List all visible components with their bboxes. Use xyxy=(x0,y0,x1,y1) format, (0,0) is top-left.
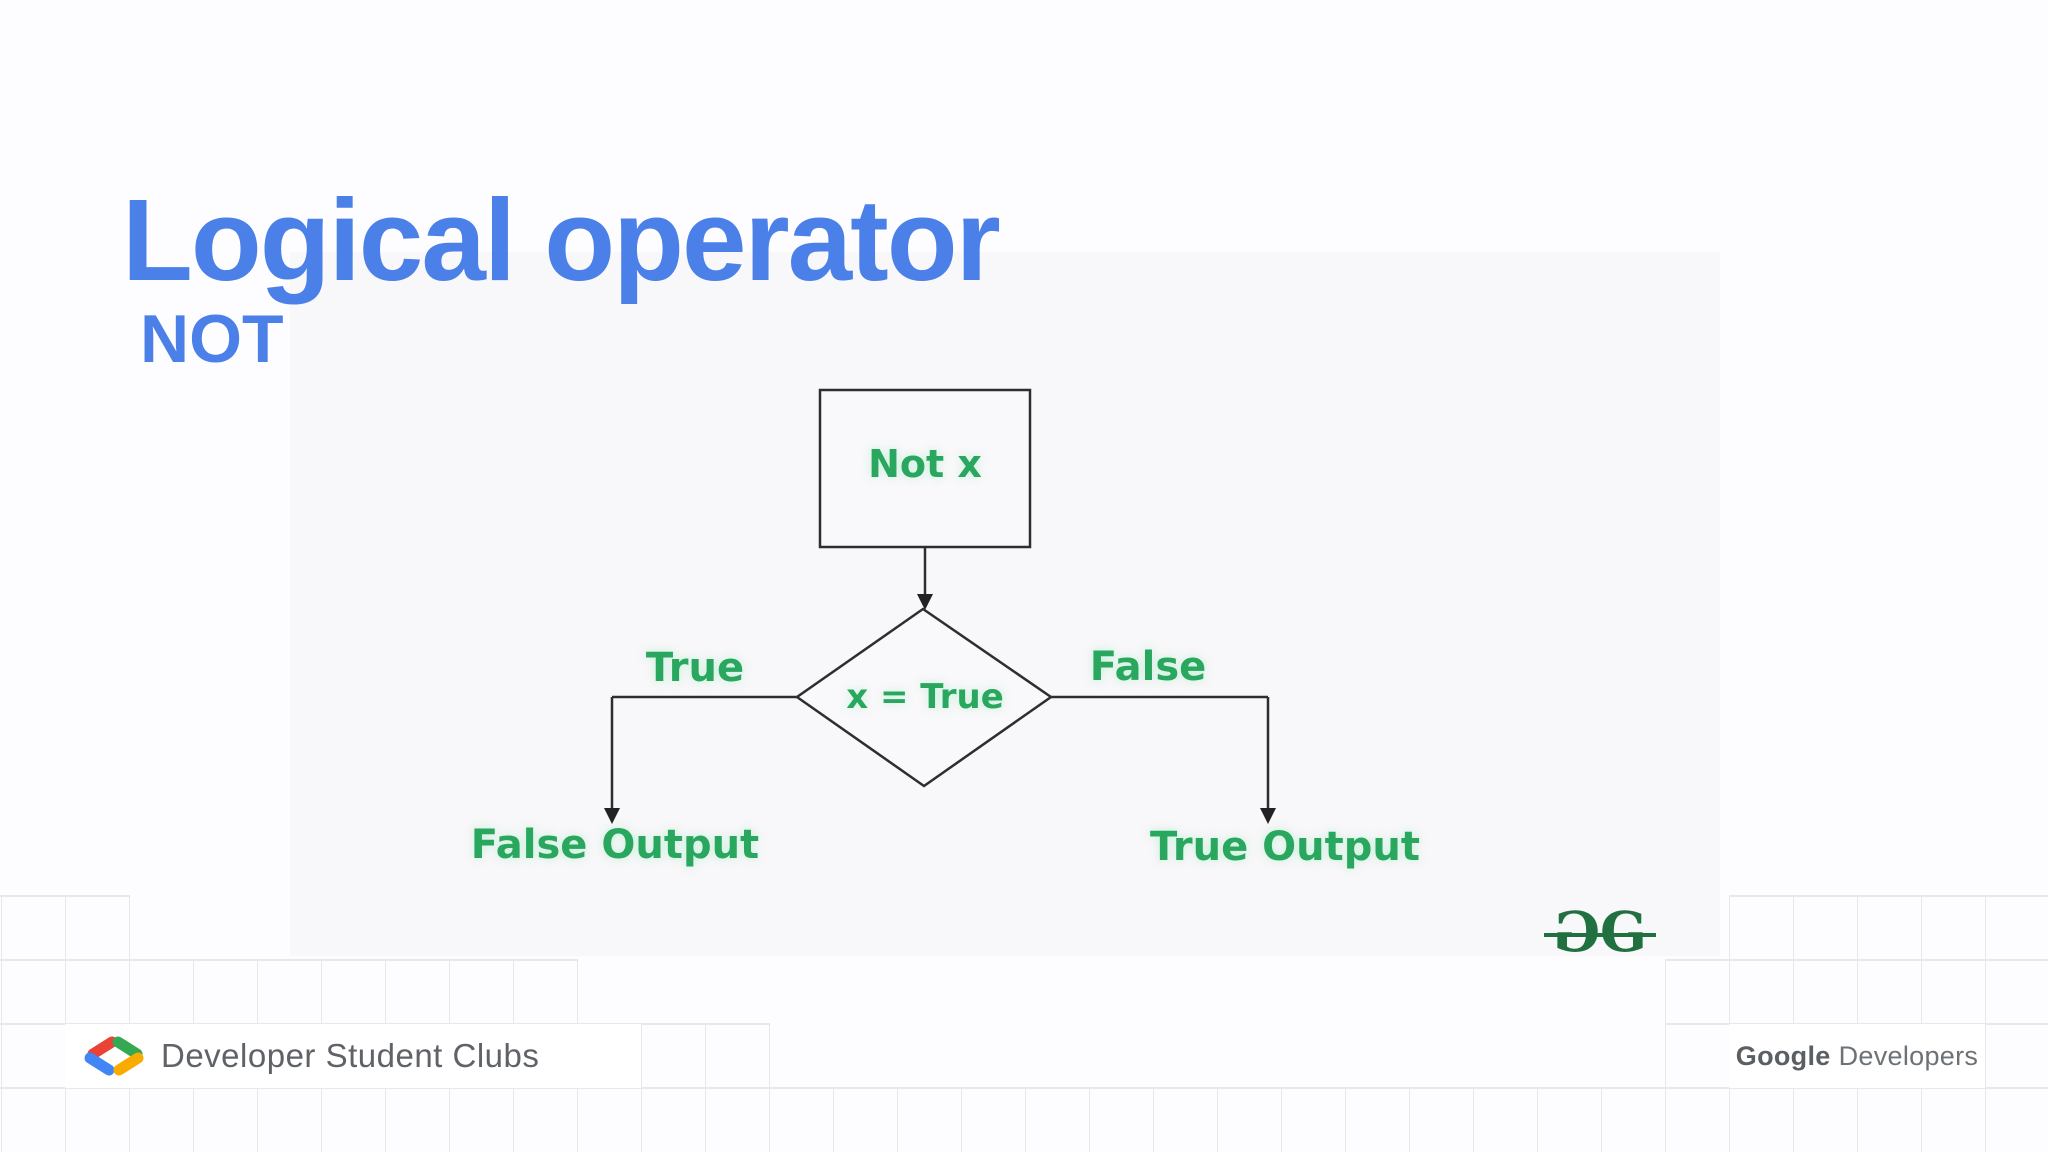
arrowhead-down-icon xyxy=(604,808,620,824)
dsc-brackets-icon xyxy=(84,1036,144,1076)
developers-text: Developers xyxy=(1838,1040,1979,1071)
slide-subtitle: NOT xyxy=(140,301,284,378)
geeksforgeeks-logo: GG xyxy=(1544,899,1656,964)
google-developers-badge: Google Developers xyxy=(1729,1024,1985,1088)
true-output-label: True Output xyxy=(1150,824,1420,870)
decision-diamond xyxy=(794,607,1054,788)
arrowhead-down-icon xyxy=(1260,808,1276,824)
gfg-mirrored-g: G xyxy=(1553,899,1600,964)
arrowhead-down-icon xyxy=(917,594,933,610)
branch-true-label: True xyxy=(645,645,745,691)
process-box-label: Not x xyxy=(868,442,982,486)
branch-false-label: False xyxy=(1089,644,1207,690)
false-output-label: False Output xyxy=(470,822,760,868)
gfg-g: G xyxy=(1600,899,1647,964)
gfg-strike-line xyxy=(1544,933,1656,937)
dsc-brand-text: Developer Student Clubs xyxy=(161,1037,540,1074)
decision-label: x = True xyxy=(846,677,1004,717)
process-box xyxy=(818,388,1032,549)
slide-title: Logical operator xyxy=(122,174,1001,305)
flowchart-panel xyxy=(290,252,1720,956)
google-logotype: Google xyxy=(1735,1040,1831,1071)
dsc-brand-badge: Developer Student Clubs xyxy=(65,1024,641,1088)
